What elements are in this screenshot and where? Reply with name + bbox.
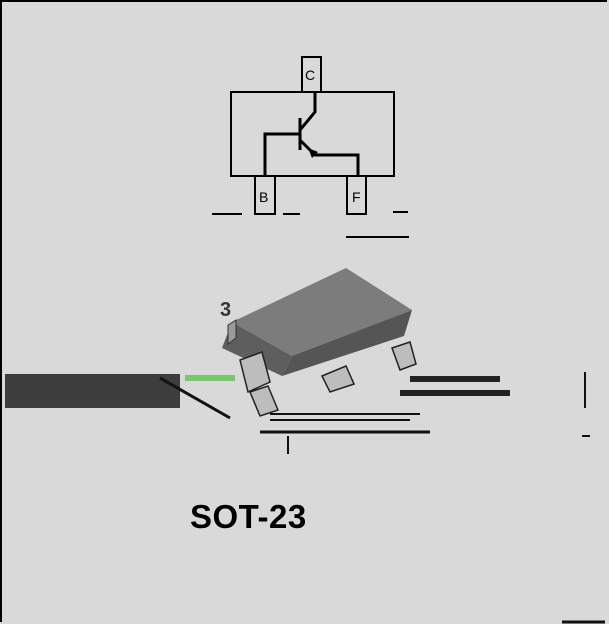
collector-pin-box [301,56,322,93]
transistor-schematic [212,56,409,238]
artifact-green [185,375,235,381]
package-pin-3 [227,319,237,345]
package-pin-number: 3 [220,299,231,321]
pin-label-b: B [259,189,268,205]
package-side-left [222,322,292,376]
schematic-outline [230,91,395,177]
base-lead [263,132,300,176]
package-top [232,268,412,356]
package-side-front [282,310,412,376]
emitter-lead [298,138,360,176]
package-name: SOT-23 [190,498,307,535]
sot23-package [5,268,605,624]
package-leads [239,341,417,417]
pin-label-e: F [352,189,361,205]
artifact-diagonal [159,376,231,420]
artifact-bar-left [5,374,180,408]
artifact-line-1 [410,376,500,382]
emitter-arrow-icon [308,148,318,158]
collector-lead [298,92,317,131]
artifact-line-2 [400,390,510,396]
pin-label-c: C [305,67,315,83]
